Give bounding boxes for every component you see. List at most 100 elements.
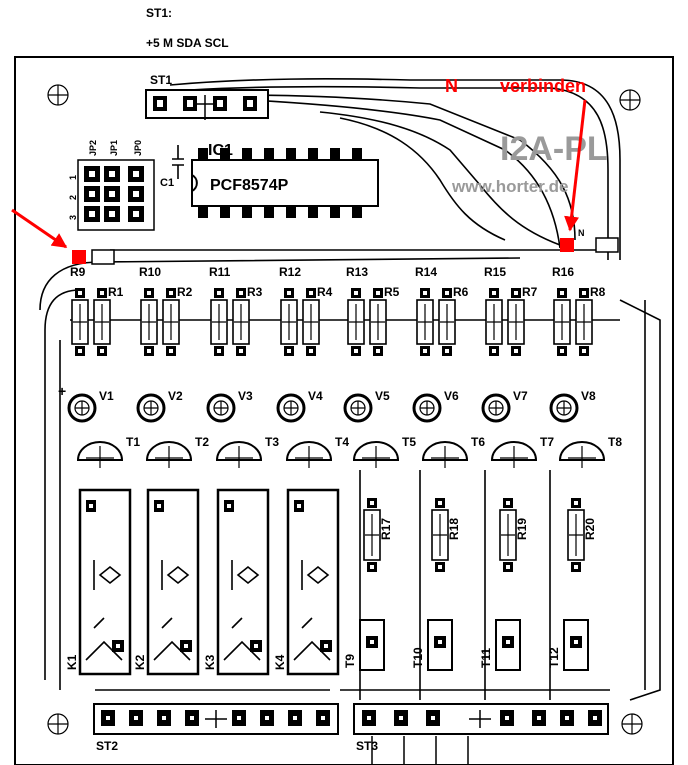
- led-label: V7: [513, 389, 528, 403]
- transistor: [76, 441, 124, 468]
- st3-label: ST3: [356, 739, 378, 753]
- led-label: V8: [581, 389, 596, 403]
- resistor-a: [140, 288, 158, 356]
- resistor-a: [347, 288, 365, 356]
- trace-layer: [39, 78, 661, 701]
- transistor: [558, 441, 606, 468]
- led-label: V1: [99, 389, 114, 403]
- resistor-low-label: R18: [447, 518, 461, 540]
- st1-label: ST1: [150, 73, 172, 87]
- transistor-low-label: T11: [479, 648, 493, 668]
- connector-st2: ST2: [93, 703, 339, 753]
- resistor-a: [553, 288, 571, 356]
- resistor-a: [416, 288, 434, 356]
- st1-pin-labels: +5 M SDA SCL: [146, 36, 229, 50]
- resistor-label-side: R5: [384, 285, 400, 299]
- connector-st1: ST1: [145, 73, 269, 120]
- transistor-label: T2: [195, 435, 209, 449]
- resistor-low-label: R17: [379, 518, 393, 540]
- resistor-label-side: R7: [522, 285, 538, 299]
- transistor: [285, 441, 333, 468]
- jumper-block: JP2 JP1 JP0 1 2 3: [68, 140, 155, 231]
- transistor-low-label: T12: [547, 647, 561, 668]
- url-watermark: www.horter.de: [451, 177, 569, 196]
- transistor-label: T6: [471, 435, 485, 449]
- n-pad-right: N: [560, 228, 619, 253]
- brand-watermark: I2A-PL: [500, 130, 608, 168]
- channel-columns: R9R1V1T1R10R2V2T2R11R3V3T3R12R4V4T4R13R5…: [67, 265, 622, 468]
- resistor-b: [162, 288, 180, 356]
- led-label: V4: [308, 389, 323, 403]
- jumper-row-2: 2: [68, 195, 78, 200]
- plus-sign: +: [58, 383, 66, 399]
- resistor-low: [431, 498, 449, 572]
- resistor-b: [93, 288, 111, 356]
- n-pad-left: [72, 249, 115, 265]
- led: [206, 393, 236, 423]
- ic1-chip: IC1 PCF8574P: [191, 142, 379, 218]
- n-mark-right: N: [578, 228, 585, 238]
- led-label: V5: [375, 389, 390, 403]
- led-label: V2: [168, 389, 183, 403]
- annotation-text: verbinden: [500, 76, 586, 96]
- resistor-label-top: R13: [346, 265, 368, 279]
- transistor-label: T8: [608, 435, 622, 449]
- resistor-a: [485, 288, 503, 356]
- jumper-label-jp2: JP2: [88, 140, 98, 156]
- resistor-b: [232, 288, 250, 356]
- led: [549, 393, 579, 423]
- relay: K1: [65, 488, 132, 676]
- led: [412, 393, 442, 423]
- st1-header-title: ST1:: [146, 6, 173, 20]
- resistor-low: [567, 498, 585, 572]
- resistor-low: [363, 498, 381, 572]
- resistor-label-top: R10: [139, 265, 161, 279]
- resistor-b: [438, 288, 456, 356]
- led-label: V6: [444, 389, 459, 403]
- transistor-low-label: T9: [343, 654, 357, 668]
- capacitor-label: C1: [160, 177, 174, 189]
- resistor-label-side: R4: [317, 285, 333, 299]
- led: [136, 393, 166, 423]
- resistor-label-top: R11: [209, 265, 231, 279]
- relay: K2: [133, 488, 200, 676]
- transistor: [490, 441, 538, 468]
- resistor-label-side: R6: [453, 285, 469, 299]
- transistor-label: T3: [265, 435, 279, 449]
- transistor: [352, 441, 400, 468]
- resistor-label-side: R1: [108, 285, 124, 299]
- resistor-b: [575, 288, 593, 356]
- transistor-label: T7: [540, 435, 554, 449]
- resistor-label-top: R16: [552, 265, 574, 279]
- led: [481, 393, 511, 423]
- ic-ref-label: IC1: [208, 142, 233, 159]
- relay-label: K2: [133, 654, 147, 670]
- resistor-label-side: R2: [177, 285, 193, 299]
- jumper-row-3: 3: [68, 215, 78, 220]
- led: [343, 393, 373, 423]
- jumper-row-1: 1: [68, 175, 78, 180]
- st2-label: ST2: [96, 739, 118, 753]
- resistor-b: [507, 288, 525, 356]
- resistor-label-side: R3: [247, 285, 263, 299]
- resistor-low-label: R20: [583, 518, 597, 540]
- resistor-low: [499, 498, 517, 572]
- led: [276, 393, 306, 423]
- jumper-label-jp0: JP0: [133, 140, 143, 156]
- annotation-arrow-left: [11, 208, 68, 249]
- relay-label: K3: [203, 654, 217, 670]
- resistor-label-side: R8: [590, 285, 606, 299]
- resistor-b: [369, 288, 387, 356]
- relay-label: K1: [65, 654, 79, 670]
- led-label: V3: [238, 389, 253, 403]
